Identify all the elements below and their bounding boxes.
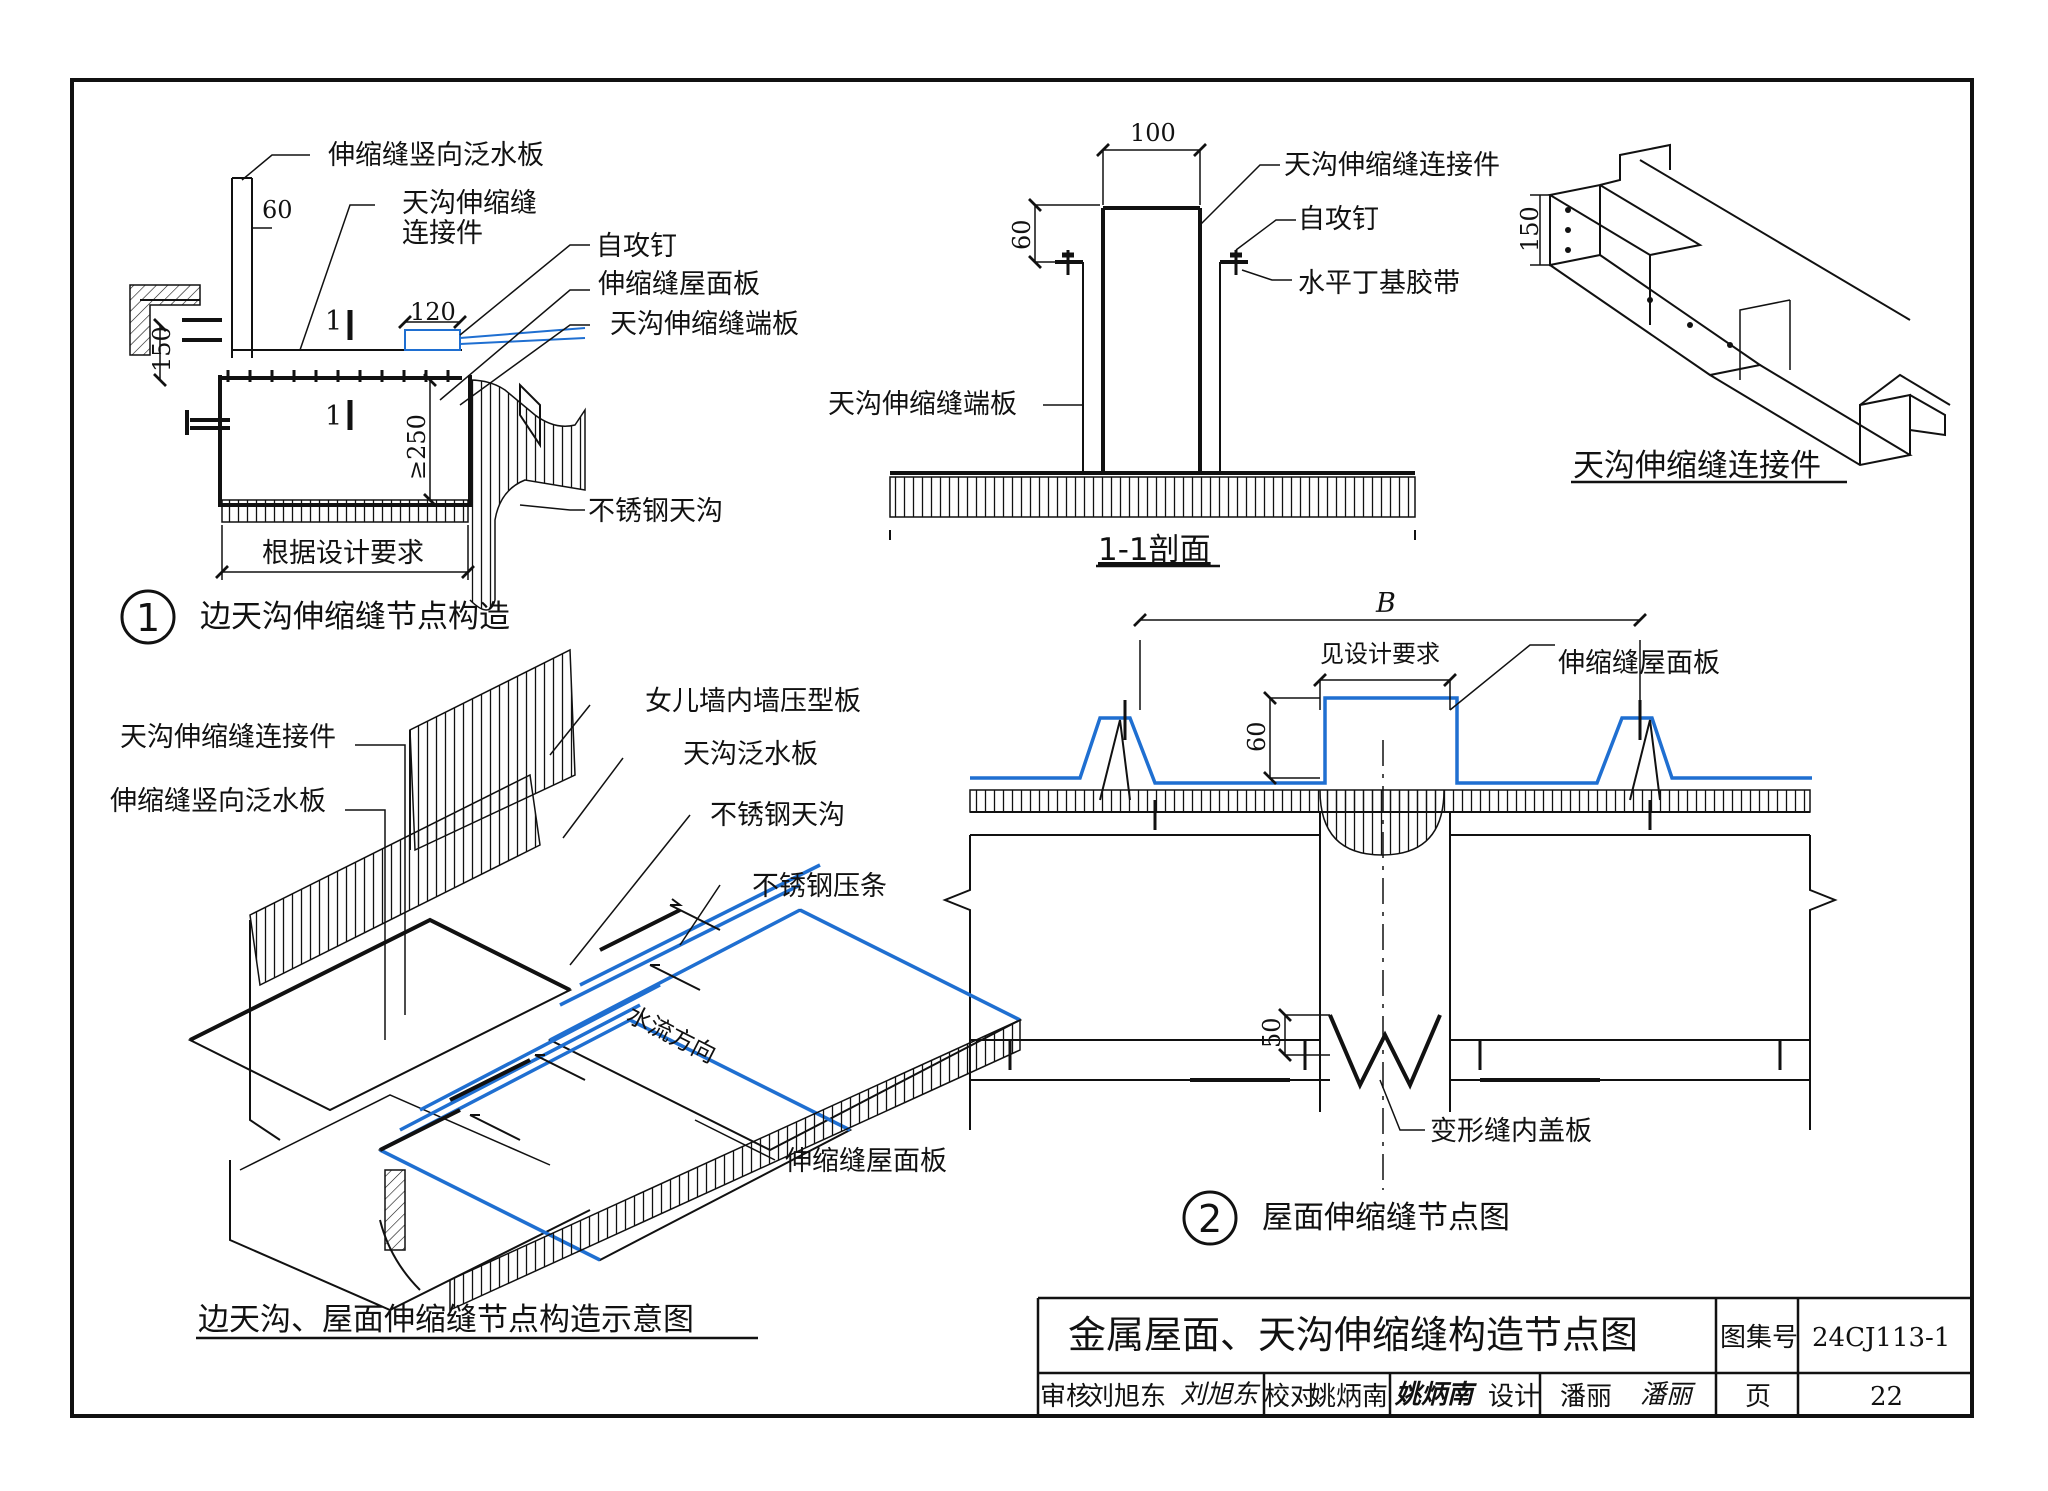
d1-connector-label-2: 连接件 (402, 218, 483, 249)
conn-dim-150: 150 (1516, 206, 1544, 252)
tb-page-label: 页 (1745, 1382, 1771, 1412)
tb-drawing-title: 金属屋面、天沟伸缩缝构造节点图 (1068, 1313, 1638, 1357)
d1-screw-label: 自攻钉 (596, 231, 677, 262)
tb-page-no: 22 (1870, 1382, 1903, 1412)
s11-dim-60: 60 (1008, 219, 1036, 250)
tb-atlas-label: 图集号 (1720, 1323, 1798, 1353)
title-block (1036, 1296, 1972, 1416)
conn-title: 天沟伸缩缝连接件 (1573, 448, 1821, 484)
s11-screw-label: 自攻钉 (1298, 204, 1379, 235)
tb-designer: 潘丽 (1560, 1382, 1612, 1412)
d2-dim-50: 50 (1258, 1017, 1286, 1048)
d1-section-mark-top: 1 (325, 306, 342, 337)
iso-water-flow-label: 水流方向 (622, 1000, 720, 1069)
iso-vertical-flashing-label: 伸缩缝竖向泛水板 (110, 786, 326, 817)
d1-title: 边天沟伸缩缝节点构造 (200, 599, 510, 635)
d1-dim-60: 60 (262, 196, 293, 224)
detail-1-edge-gutter (129, 154, 590, 611)
d1-dim-250: ≥250 (403, 414, 431, 480)
d1-connector-label-1: 天沟伸缩缝 (402, 188, 537, 219)
tb-check-label: 校对 (1264, 1382, 1316, 1412)
d1-number-circle (120, 589, 176, 645)
d1-section-mark-bottom: 1 (325, 401, 342, 432)
tb-design-label: 设计 (1488, 1382, 1540, 1412)
tb-review-label: 审核 (1040, 1382, 1092, 1412)
d2-dim-b: B (1375, 588, 1396, 619)
d2-title: 屋面伸缩缝节点图 (1262, 1200, 1510, 1236)
section-1-1 (889, 143, 1416, 540)
tb-reviewer-signature: 刘旭东 (1180, 1380, 1261, 1410)
iso-connector-label: 天沟伸缩缝连接件 (120, 722, 336, 753)
iso-title: 边天沟、屋面伸缩缝节点构造示意图 (198, 1302, 694, 1338)
tb-checker: 姚炳南 (1310, 1382, 1388, 1412)
d2-dim-60: 60 (1243, 721, 1271, 752)
iso-parapet-panel-label: 女儿墙内墙压型板 (645, 686, 861, 717)
s11-dim-100: 100 (1130, 119, 1176, 147)
d1-dim-120: 120 (410, 298, 456, 326)
d1-width-label: 根据设计要求 (262, 538, 424, 569)
isometric-view (187, 648, 1023, 1312)
iso-gutter-label: 不锈钢天沟 (710, 800, 845, 831)
d1-end-plate-label: 天沟伸缩缝端板 (610, 309, 799, 340)
s11-tape-label: 水平丁基胶带 (1298, 268, 1460, 299)
s11-title: 1-1剖面 (1098, 532, 1211, 568)
iso-roof-panel-label: 伸缩缝屋面板 (785, 1146, 947, 1177)
tb-checker-signature: 姚炳南 (1394, 1380, 1477, 1410)
d2-number: 2 (1198, 1197, 1222, 1241)
d1-number: 1 (136, 596, 160, 640)
tb-reviewer: 刘旭东 (1088, 1382, 1166, 1412)
detail-2-roof-joint (942, 613, 1838, 1190)
tb-designer-signature: 潘丽 (1640, 1380, 1696, 1410)
d1-gutter-label: 不锈钢天沟 (588, 496, 723, 527)
d2-dim-design: 见设计要求 (1320, 640, 1440, 668)
d1-dim-150: 150 (148, 326, 176, 372)
d2-number-circle (1182, 1190, 1238, 1246)
connector-3d-view (1530, 143, 1951, 467)
iso-gutter-flashing-label: 天沟泛水板 (683, 739, 818, 770)
d2-roof-panel-label: 伸缩缝屋面板 (1558, 648, 1720, 679)
tb-atlas-no: 24CJ113-1 (1812, 1323, 1950, 1353)
iso-press-strip-label: 不锈钢压条 (752, 871, 887, 902)
s11-connector-label: 天沟伸缩缝连接件 (1284, 150, 1500, 181)
sheet-border (70, 78, 1974, 1418)
d2-inner-cover-label: 变形缝内盖板 (1430, 1116, 1592, 1147)
d1-vertical-flashing-label: 伸缩缝竖向泛水板 (328, 140, 544, 171)
d1-roof-panel-label: 伸缩缝屋面板 (598, 269, 760, 300)
s11-end-plate-label: 天沟伸缩缝端板 (828, 389, 1017, 420)
